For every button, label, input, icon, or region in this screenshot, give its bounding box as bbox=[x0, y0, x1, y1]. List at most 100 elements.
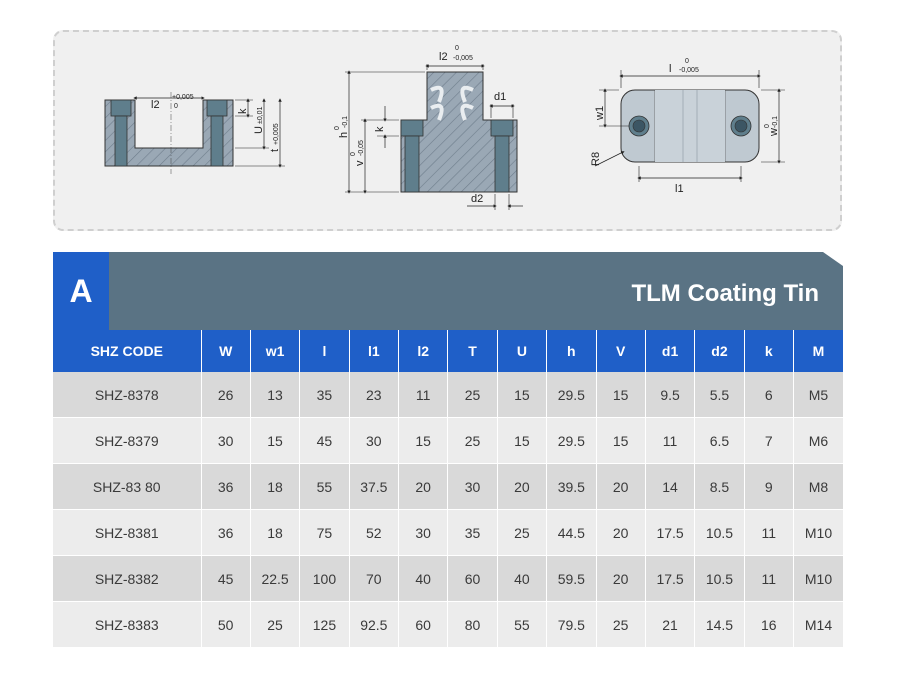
svg-text:d1: d1 bbox=[494, 91, 506, 103]
table-cell-code: SHZ-8381 bbox=[53, 509, 202, 556]
section-header-band: A TLM Coating Tin bbox=[53, 252, 843, 330]
header-band-shape bbox=[53, 252, 843, 330]
table-cell: 13 bbox=[250, 372, 301, 418]
technical-drawing: l2 +0,005 0 k U ±0,01 t +0,005 bbox=[104, 45, 785, 210]
table-cell: 30 bbox=[201, 417, 251, 464]
svg-text:-0,005: -0,005 bbox=[679, 67, 699, 74]
table-cell: 30 bbox=[447, 463, 498, 510]
svg-text:l: l bbox=[669, 63, 671, 75]
table-cell: 17.5 bbox=[645, 555, 696, 602]
table-cell: 7 bbox=[744, 417, 795, 464]
table-cell: 15 bbox=[596, 372, 646, 418]
svg-text:0: 0 bbox=[334, 126, 341, 130]
svg-text:v: v bbox=[354, 160, 366, 166]
table-cell: 39.5 bbox=[546, 463, 597, 510]
table-cell: 11 bbox=[744, 555, 795, 602]
left-l2-label: l2 bbox=[151, 99, 160, 111]
table-cell-code: SHZ-8382 bbox=[53, 555, 202, 602]
svg-text:R8: R8 bbox=[590, 152, 602, 166]
column-header: SHZ CODE bbox=[53, 330, 202, 372]
spec-table: SHZ CODE W w1 l l1 l2 T U h V d1 d2 k M … bbox=[53, 330, 843, 648]
column-header: l bbox=[299, 330, 350, 372]
table-cell: 70 bbox=[349, 555, 400, 602]
table-cell: 6.5 bbox=[694, 417, 745, 464]
column-header: U bbox=[497, 330, 548, 372]
table-cell: 15 bbox=[250, 417, 301, 464]
column-header: V bbox=[596, 330, 646, 372]
section-letter: A bbox=[69, 272, 93, 309]
middle-section-view: l2 0 -0,005 d1 d2 h 0 -0,1 v 0 -0,0 bbox=[334, 45, 523, 210]
table-cell: 15 bbox=[497, 372, 548, 418]
table-cell: 15 bbox=[596, 417, 646, 464]
table-cell: 20 bbox=[596, 555, 646, 602]
table-cell: 35 bbox=[447, 509, 498, 556]
svg-text:0: 0 bbox=[350, 152, 357, 156]
svg-text:h: h bbox=[338, 132, 350, 138]
table-cell: 9 bbox=[744, 463, 795, 510]
table-cell: 20 bbox=[596, 509, 646, 556]
table-cell: 29.5 bbox=[546, 372, 597, 418]
left-section-view: l2 +0,005 0 k U ±0,01 t +0,005 bbox=[104, 92, 285, 174]
table-cell: 36 bbox=[201, 463, 251, 510]
svg-text:+0,005: +0,005 bbox=[273, 123, 280, 145]
table-cell-code: SHZ-8379 bbox=[53, 417, 202, 464]
table-cell: 60 bbox=[447, 555, 498, 602]
column-header: T bbox=[447, 330, 498, 372]
svg-text:0: 0 bbox=[455, 45, 459, 52]
table-cell: M8 bbox=[793, 463, 843, 510]
table-cell: 45 bbox=[299, 417, 350, 464]
table-cell: 11 bbox=[744, 509, 795, 556]
table-cell: 29.5 bbox=[546, 417, 597, 464]
table-cell: 44.5 bbox=[546, 509, 597, 556]
table-cell: M5 bbox=[793, 372, 843, 418]
svg-text:0: 0 bbox=[174, 103, 178, 110]
table-cell: 50 bbox=[201, 601, 251, 648]
table-cell: 25 bbox=[250, 601, 301, 648]
table-cell: 10.5 bbox=[694, 555, 745, 602]
table-cell: 15 bbox=[497, 417, 548, 464]
table-cell: 20 bbox=[497, 463, 548, 510]
column-header: W bbox=[201, 330, 251, 372]
table-cell: 26 bbox=[201, 372, 251, 418]
table-cell: 25 bbox=[447, 417, 498, 464]
svg-text:±0,01: ±0,01 bbox=[257, 106, 264, 124]
table-cell: 37.5 bbox=[349, 463, 400, 510]
table-cell: 22.5 bbox=[250, 555, 301, 602]
svg-text:k: k bbox=[237, 108, 249, 114]
table-cell: 5.5 bbox=[694, 372, 745, 418]
column-header: l1 bbox=[349, 330, 400, 372]
svg-text:-0,05: -0,05 bbox=[358, 140, 365, 156]
table-cell: 30 bbox=[349, 417, 400, 464]
section-letter-block bbox=[53, 252, 109, 330]
table-cell: 18 bbox=[250, 509, 301, 556]
svg-text:l1: l1 bbox=[675, 183, 684, 195]
column-header: l2 bbox=[398, 330, 449, 372]
svg-text:-0,005: -0,005 bbox=[453, 55, 473, 62]
table-cell: M14 bbox=[793, 601, 843, 648]
table-cell: 18 bbox=[250, 463, 301, 510]
table-cell: 80 bbox=[447, 601, 498, 648]
column-header: k bbox=[744, 330, 795, 372]
table-cell: 14 bbox=[645, 463, 696, 510]
table-cell: 25 bbox=[596, 601, 646, 648]
column-header: h bbox=[546, 330, 597, 372]
table-cell: 25 bbox=[497, 509, 548, 556]
svg-text:d2: d2 bbox=[471, 193, 483, 205]
svg-text:w: w bbox=[768, 128, 780, 137]
svg-text:t: t bbox=[269, 149, 281, 152]
table-cell: 17.5 bbox=[645, 509, 696, 556]
table-cell: 23 bbox=[349, 372, 400, 418]
table-cell: 30 bbox=[398, 509, 449, 556]
svg-text:l2: l2 bbox=[439, 51, 448, 63]
table-cell: 20 bbox=[596, 463, 646, 510]
table-cell: 35 bbox=[299, 372, 350, 418]
table-cell: 55 bbox=[497, 601, 548, 648]
column-header: d1 bbox=[645, 330, 696, 372]
svg-text:-0,1: -0,1 bbox=[342, 116, 349, 128]
table-cell: 79.5 bbox=[546, 601, 597, 648]
table-cell: 14.5 bbox=[694, 601, 745, 648]
table-cell: 100 bbox=[299, 555, 350, 602]
